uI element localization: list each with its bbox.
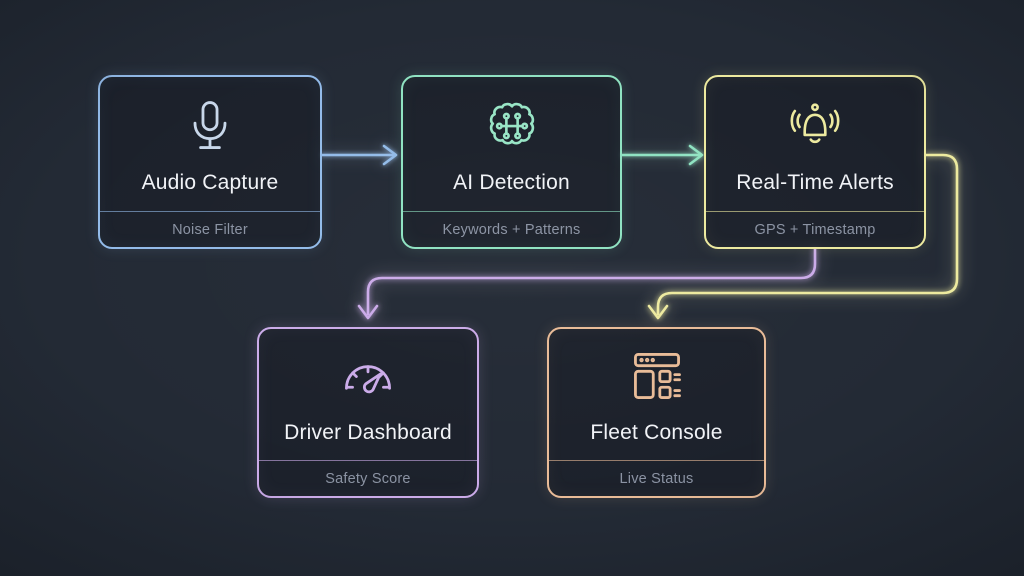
edge-alerts-to-driver [357,247,817,320]
node-content: Audio Capture [100,77,320,211]
arrowhead-right-icon [688,144,704,166]
node-title: Driver Dashboard [284,421,452,444]
arrowhead-down-icon [357,304,379,320]
node-fleet-console: Fleet Console Live Status [547,327,766,498]
arrowhead-down-icon [647,304,669,320]
node-content: Real-Time Alerts [706,77,924,211]
arrowhead-right-icon [382,144,398,166]
node-footer: GPS + Timestamp [706,212,924,247]
node-footer: Noise Filter [100,212,320,247]
bell-alert-icon [785,96,845,156]
node-divider [549,460,764,461]
node-footer: Keywords + Patterns [403,212,620,247]
node-title: Fleet Console [590,421,723,444]
node-subtitle: Safety Score [325,470,411,487]
node-title: Real-Time Alerts [736,170,894,194]
edge-audio-to-ai [320,144,398,166]
node-audio-capture: Audio Capture Noise Filter [98,75,322,249]
node-divider [403,211,620,212]
node-title: AI Detection [453,170,570,194]
node-subtitle: Noise Filter [172,221,248,238]
node-ai-detection: AI Detection Keywords + Patterns [401,75,622,249]
microphone-icon [180,96,240,156]
node-footer: Safety Score [259,461,477,496]
node-content: AI Detection [403,77,620,211]
node-content: Driver Dashboard [259,329,477,460]
gauge-icon [338,346,398,406]
node-divider [259,460,477,461]
edge-ai-to-alerts [620,144,704,166]
node-footer: Live Status [549,461,764,496]
brain-circuit-icon [482,96,542,156]
node-real-time-alerts: Real-Time Alerts GPS + Timestamp [704,75,926,249]
node-title: Audio Capture [141,170,279,194]
node-subtitle: Live Status [619,470,694,487]
node-content: Fleet Console [549,329,764,460]
node-divider [100,211,320,212]
console-window-icon [627,346,687,406]
node-subtitle: GPS + Timestamp [754,221,876,238]
node-subtitle: Keywords + Patterns [442,221,581,238]
node-divider [706,211,924,212]
node-driver-dashboard: Driver Dashboard Safety Score [257,327,479,498]
